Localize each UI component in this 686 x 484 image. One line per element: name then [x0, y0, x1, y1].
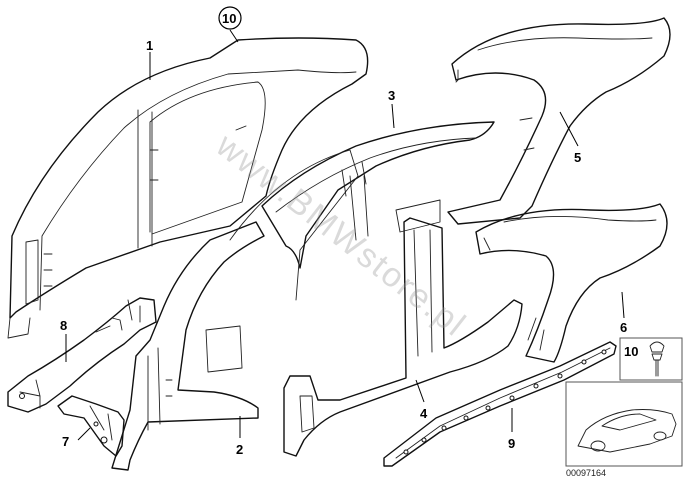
callout-4: 4 — [420, 406, 428, 421]
callout-1: 1 — [146, 38, 153, 53]
car-silhouette-icon — [577, 409, 677, 453]
part-6-rear-quarter — [475, 203, 668, 363]
watermark: www.BMWstore.pl — [208, 126, 473, 345]
vehicle-reference-inset: 00097164 — [565, 381, 683, 478]
callout-5: 5 — [574, 150, 581, 165]
part-1-side-frame — [7, 37, 369, 339]
part-10-rivet — [649, 341, 665, 377]
callout-10-inset: 10 — [624, 344, 638, 359]
part-8-member-bracket — [7, 297, 157, 413]
callout-3: 3 — [388, 88, 395, 103]
sill-strip-holes — [403, 349, 607, 455]
callout-7: 7 — [62, 434, 69, 449]
callout-labels: 1 10 3 5 6 8 10 7 2 4 9 — [60, 6, 638, 457]
image-code: 00097164 — [566, 468, 606, 478]
part-4-lower-side-frame — [229, 149, 523, 457]
part-9-sill-strip — [383, 341, 617, 467]
rivet-inset-frame — [619, 337, 683, 381]
callout-10-circled: 10 — [222, 11, 236, 26]
leader-lines — [65, 29, 625, 441]
callout-8: 8 — [60, 318, 67, 333]
callout-2: 2 — [236, 442, 243, 457]
callout-9: 9 — [508, 436, 515, 451]
part-7-small-bracket — [57, 395, 125, 457]
callout-10-circle — [218, 6, 242, 30]
part-2-a-pillar — [111, 221, 265, 471]
part-5-rear-side-panel — [447, 17, 671, 225]
callout-6: 6 — [620, 320, 627, 335]
